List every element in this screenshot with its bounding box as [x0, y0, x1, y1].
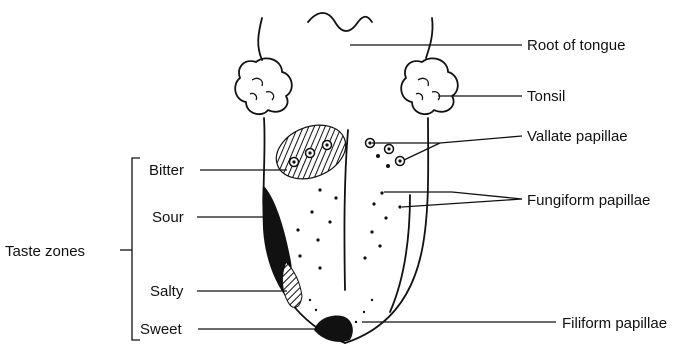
tonsil-left-texture — [250, 78, 274, 100]
leader-vallate-lower — [404, 143, 440, 160]
tonsil-left — [235, 58, 292, 114]
label-fungiform-papillae: Fungiform papillae — [527, 192, 650, 209]
epiglottis-line — [308, 13, 372, 31]
tongue-outline-right — [426, 18, 433, 58]
tongue-outline-left — [258, 18, 262, 60]
label-filiform-papillae: Filiform papillae — [562, 315, 667, 332]
salty-zone — [282, 262, 302, 307]
taste-zones-bracket — [132, 158, 140, 340]
label-bitter: Bitter — [149, 162, 184, 179]
label-sweet: Sweet — [140, 321, 183, 338]
leader-fungiform-lower — [402, 199, 522, 207]
tonsil-right — [401, 58, 458, 114]
sweet-zone — [314, 316, 353, 342]
tonsil-right-texture — [416, 78, 440, 100]
label-taste-zones: Taste zones — [5, 243, 85, 260]
label-salty: Salty — [150, 283, 184, 300]
label-sour: Sour — [152, 209, 184, 226]
leader-fungiform-joint — [452, 192, 522, 199]
label-root-of-tongue: Root of tongue — [527, 37, 625, 54]
label-tonsil: Tonsil — [527, 88, 565, 105]
fungiform-papillae-dots — [296, 188, 401, 323]
label-vallate-papillae: Vallate papillae — [527, 128, 628, 145]
median-sulcus — [344, 130, 348, 290]
leader-vallate-joint — [440, 136, 522, 143]
